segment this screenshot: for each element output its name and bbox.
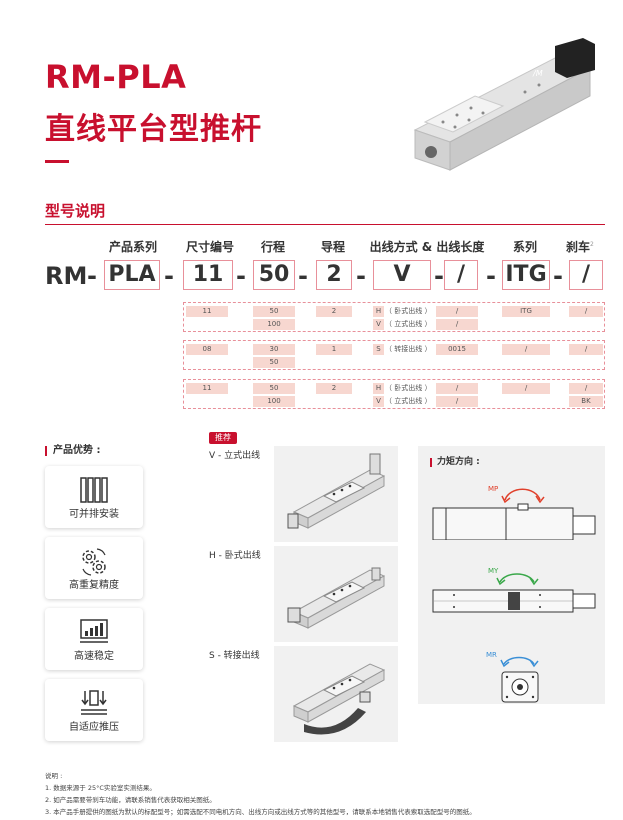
advantage-card: 可并排安装 — [45, 466, 143, 528]
dash: - — [236, 262, 246, 290]
advantage-card: 自适应推压 — [45, 679, 143, 741]
opt-length: / — [436, 306, 478, 317]
outlet-image-s — [274, 646, 398, 742]
col-header-line: 系列 — [512, 240, 537, 254]
opt-size: 11 — [186, 383, 228, 394]
chart-monitor-icon — [80, 619, 108, 643]
col-header-brake: 刹车2 — [566, 240, 594, 254]
code-series: PLA — [104, 260, 160, 290]
moment-label-mr: MR — [486, 651, 497, 659]
push-arrows-icon — [81, 690, 107, 715]
moment-label-my: MY — [488, 567, 499, 575]
opt-out-desc: （ 卧式出线 ） — [385, 307, 432, 315]
note-line: 3. 本产品手册提供的图纸为默认的标配型号；如需选配不同电机方向、出线方向或出线… — [45, 808, 476, 816]
code-outlet: V — [373, 260, 431, 290]
opt-brake: / — [569, 383, 603, 394]
opt-lead: 2 — [316, 383, 352, 394]
dash: - — [356, 262, 366, 290]
opt-stroke: 30 — [253, 344, 295, 355]
page-title-name: 直线平台型推杆 — [45, 112, 262, 147]
code-line: ITG — [502, 260, 550, 290]
advantage-card: 高重复精度 — [45, 537, 143, 599]
option-group — [183, 340, 605, 370]
col-header-lead: 导程 — [320, 240, 345, 254]
opt-out-desc: （ 立式出线 ） — [385, 397, 432, 405]
svg-text:/M: /M — [532, 69, 543, 78]
recommend-badge: 推荐 — [209, 432, 237, 444]
moment-label-mp: MP — [488, 485, 499, 493]
code-size: 11 — [183, 260, 233, 290]
opt-out-desc: （ 立式出线 ） — [385, 320, 432, 328]
product-image: /M — [405, 30, 605, 180]
code-brake: / — [569, 260, 603, 290]
opt-brake: / — [569, 306, 603, 317]
opt-out-code: H — [373, 306, 384, 317]
dash: - — [486, 262, 496, 290]
advantage-card: 高速稳定 — [45, 608, 143, 670]
opt-series: ITG — [502, 306, 550, 317]
outlet-image-h — [274, 546, 398, 642]
dash: - — [553, 262, 563, 290]
opt-stroke: 50 — [253, 306, 295, 317]
code-length: / — [444, 260, 478, 290]
section-divider — [45, 224, 605, 225]
opt-out-code: H — [373, 383, 384, 394]
advantage-label: 高速稳定 — [74, 651, 114, 662]
section-title: 型号说明 — [45, 202, 106, 220]
opt-brake: / — [569, 344, 603, 355]
outlet-label-s: S - 转接出线 — [209, 651, 260, 661]
opt-lead: 2 — [316, 306, 352, 317]
moment-title: 力矩方向 : — [430, 458, 480, 467]
col-header-size: 尺寸编号 — [185, 240, 234, 254]
opt-series: / — [502, 344, 550, 355]
opt-lead: 1 — [316, 344, 352, 355]
opt-out-code: S — [373, 344, 384, 355]
note-line: 2. 如产品需要带刹车功能，请联系销售代表获取相关图纸。 — [45, 796, 216, 804]
code-lead: 2 — [316, 260, 352, 290]
note-line: 1. 数据来源于 25°C实验室实测结果。 — [45, 784, 156, 792]
outlet-image-v — [274, 446, 398, 542]
title-divider — [45, 160, 69, 163]
opt-stroke: 50 — [253, 383, 295, 394]
dash: - — [87, 262, 97, 290]
col-header-stroke: 行程 — [260, 240, 285, 254]
opt-length: / — [436, 383, 478, 394]
dash: - — [434, 262, 444, 290]
opt-size: 08 — [186, 344, 228, 355]
opt-length: / — [436, 319, 478, 330]
col-header-outlet: 出线方式 & 出线长度 — [369, 240, 485, 254]
outlet-label-h: H - 卧式出线 — [209, 551, 261, 561]
model-prefix: RM — [45, 262, 88, 290]
option-group — [183, 302, 605, 332]
dash: - — [298, 262, 308, 290]
advantage-label: 可并排安装 — [69, 509, 119, 520]
opt-out-desc: （ 转接出线 ） — [385, 345, 432, 353]
opt-out-code: V — [373, 319, 384, 330]
opt-size: 11 — [186, 306, 228, 317]
advantage-label: 高重复精度 — [69, 580, 119, 591]
opt-out-code: V — [373, 396, 384, 407]
parallel-bars-icon — [80, 477, 108, 503]
advantages-title: 产品优势 : — [45, 446, 100, 456]
code-stroke: 50 — [253, 260, 295, 290]
opt-brake: BK — [569, 396, 603, 407]
outlet-label-v: V - 立式出线 — [209, 451, 261, 461]
opt-stroke: 100 — [253, 319, 295, 330]
opt-length: 0015 — [436, 344, 478, 355]
moment-drawing-mr — [470, 650, 570, 704]
opt-series: / — [502, 383, 550, 394]
opt-out-desc: （ 卧式出线 ） — [385, 384, 432, 392]
col-header-series: 产品系列 — [108, 240, 157, 254]
option-group — [183, 379, 605, 409]
opt-stroke: 100 — [253, 396, 295, 407]
gears-icon — [82, 548, 106, 576]
moment-drawing-my — [430, 564, 600, 616]
page-title-model: RM-PLA — [45, 58, 187, 96]
opt-stroke: 50 — [253, 357, 295, 368]
advantage-label: 自适应推压 — [69, 722, 119, 733]
opt-length: / — [436, 396, 478, 407]
dash: - — [164, 262, 174, 290]
moment-drawing-mp — [430, 480, 600, 541]
notes-title: 说明 : — [45, 772, 63, 780]
